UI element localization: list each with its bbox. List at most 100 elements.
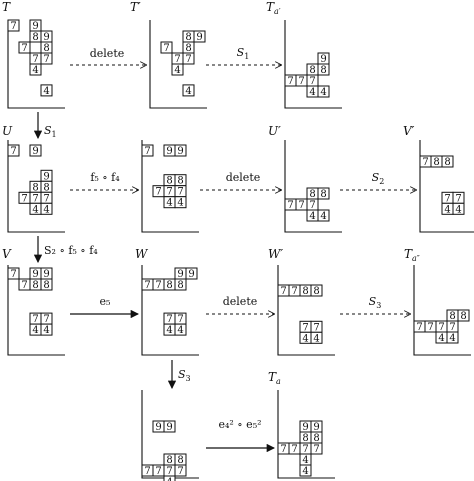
cell-entry: 7 bbox=[422, 157, 428, 168]
cell-entry: 7 bbox=[291, 444, 297, 455]
cell-entry: 7 bbox=[291, 286, 297, 297]
tableau-cell bbox=[457, 309, 470, 322]
tableau-cell bbox=[18, 41, 31, 54]
e4e5-label: e₄² ∘ e₅² bbox=[218, 418, 261, 431]
delete-label-3: delete bbox=[223, 295, 258, 308]
tableau-cell bbox=[310, 331, 323, 344]
delete-label-1: delete bbox=[90, 47, 125, 60]
cell-entry: 8 bbox=[313, 286, 319, 297]
cell-entry: 7 bbox=[438, 322, 444, 333]
cell-entry: 7 bbox=[144, 146, 150, 157]
cell-entry: 9 bbox=[43, 269, 49, 280]
cell-entry: 7 bbox=[155, 280, 161, 291]
tableau-cell bbox=[182, 84, 195, 97]
cell-entry: 7 bbox=[280, 286, 286, 297]
cell-entry: 7 bbox=[177, 314, 183, 325]
cell-entry: 4 bbox=[177, 198, 183, 209]
tableau-label-subscript: a bbox=[276, 377, 281, 386]
s1-label: S1 bbox=[237, 46, 250, 61]
tableau-cell bbox=[299, 464, 312, 477]
cell-entry: 7 bbox=[10, 269, 16, 280]
cell-entry: 4 bbox=[166, 477, 172, 481]
cell-entry: 4 bbox=[43, 325, 49, 336]
tableau-cell bbox=[193, 30, 206, 43]
cell-entry: 4 bbox=[174, 65, 180, 76]
tableau-cell bbox=[174, 144, 187, 157]
tableau-cell bbox=[40, 84, 53, 97]
cell-entry: 4 bbox=[309, 87, 315, 98]
cell-entry: 7 bbox=[32, 193, 38, 204]
cell-entry: 7 bbox=[287, 76, 293, 87]
tableau-label: T′ bbox=[130, 0, 141, 14]
cell-entry: 9 bbox=[32, 269, 38, 280]
tableau-cell bbox=[29, 144, 42, 157]
cell-entry: 7 bbox=[427, 322, 433, 333]
cell-entry: 7 bbox=[21, 193, 27, 204]
cell-entry: 4 bbox=[309, 211, 315, 222]
cell-entry: 8 bbox=[302, 433, 308, 444]
tableau-cell bbox=[185, 267, 198, 280]
cell-entry: 7 bbox=[163, 43, 169, 54]
tableau-cell bbox=[174, 278, 187, 291]
tableau-cell bbox=[452, 202, 465, 215]
cell-entry: 8 bbox=[185, 32, 191, 43]
tableau-cell bbox=[29, 63, 42, 76]
cell-entry: 4 bbox=[449, 333, 455, 344]
cell-entry: 8 bbox=[449, 311, 455, 322]
tableau-cell bbox=[317, 63, 330, 76]
cell-entry: 7 bbox=[10, 146, 16, 157]
cell-entry: 8 bbox=[43, 280, 49, 291]
cell-entry: 7 bbox=[155, 187, 161, 198]
e5-label: e₅ bbox=[100, 295, 111, 308]
tableau-cell bbox=[441, 155, 454, 168]
tableau-label: W′ bbox=[268, 247, 283, 261]
tableau-label: U bbox=[2, 124, 13, 138]
cell-entry: 8 bbox=[32, 32, 38, 43]
cell-entry: 7 bbox=[298, 200, 304, 211]
tableau-cell bbox=[40, 278, 53, 291]
cell-entry: 7 bbox=[166, 314, 172, 325]
cell-entry: 8 bbox=[433, 157, 439, 168]
cell-entry: 4 bbox=[32, 65, 38, 76]
cell-entry: 7 bbox=[166, 187, 172, 198]
cell-entry: 7 bbox=[166, 466, 172, 477]
cell-entry: 8 bbox=[177, 280, 183, 291]
cell-entry: 7 bbox=[155, 466, 161, 477]
cell-entry: 4 bbox=[302, 455, 308, 466]
cell-entry: 4 bbox=[444, 204, 450, 215]
cell-entry: 4 bbox=[166, 325, 172, 336]
tableau-label-subscript: a″ bbox=[412, 254, 420, 263]
tableau-axis bbox=[419, 140, 474, 233]
cell-entry: 8 bbox=[166, 280, 172, 291]
cell-entry: 4 bbox=[320, 87, 326, 98]
cell-entry: 8 bbox=[32, 182, 38, 193]
tableau-cell bbox=[7, 144, 20, 157]
cell-entry: 7 bbox=[43, 314, 49, 325]
tableau-label: Ta″ bbox=[404, 247, 420, 263]
cell-entry: 7 bbox=[455, 193, 461, 204]
tableau-cell bbox=[317, 85, 330, 98]
cell-entry: 8 bbox=[302, 286, 308, 297]
tableau-cell bbox=[40, 323, 53, 336]
cell-entry: 9 bbox=[320, 54, 326, 65]
cell-entry: 7 bbox=[177, 466, 183, 477]
cell-entry: 7 bbox=[177, 187, 183, 198]
tableau-cell bbox=[446, 331, 459, 344]
cell-entry: 8 bbox=[166, 176, 172, 187]
tableau-label: T bbox=[2, 0, 11, 14]
tableau-cell bbox=[40, 202, 53, 215]
cell-entry: 8 bbox=[444, 157, 450, 168]
tableau-axis bbox=[277, 390, 335, 479]
cell-entry: 7 bbox=[298, 76, 304, 87]
tableau-axis bbox=[141, 140, 199, 233]
s2-label: S2 bbox=[372, 171, 385, 186]
